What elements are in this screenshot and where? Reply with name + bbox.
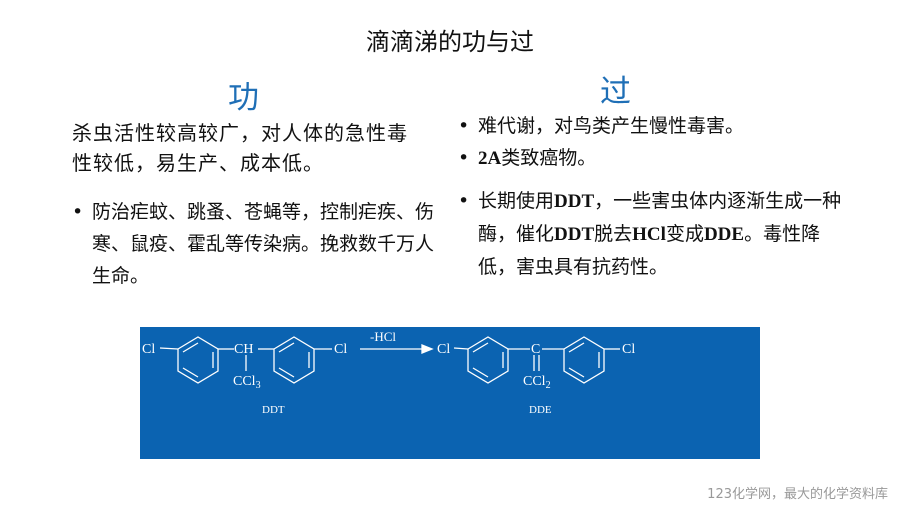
page-title: 滴滴涕的功与过 <box>366 28 534 56</box>
ddt-label: DDT <box>262 404 285 416</box>
benzene-ring-icon <box>563 336 605 384</box>
text-part: ，一些害虫体内逐渐生成一种酶，催化 <box>478 190 842 245</box>
reaction-diagram: Cl CH Cl CCl3 -HCl Cl C Cl CCl2 DDT DDE <box>140 327 760 459</box>
bullet-icon: • <box>72 201 84 223</box>
bullet-icon: • <box>458 115 470 137</box>
bullet-icon: • <box>458 190 470 212</box>
merit-bullet-text: 防治疟蚊、跳蚤、苍蝇等，控制疟疾、伤寒、鼠疫、霍乱等传染病。挽救数千万人生命。 <box>92 201 435 287</box>
arrow-label: -HCl <box>370 329 396 344</box>
merit-intro: 杀虫活性较高较广，对人体的急性毒性较低，易生产、成本低。 <box>72 121 408 175</box>
merit-heading: 功 <box>228 80 259 116</box>
benzene-ring-icon <box>273 336 315 384</box>
benzene-ring-icon <box>177 336 219 384</box>
ccl2-group: CCl2 <box>523 374 551 391</box>
fault-list: • 难代谢，对鸟类产生慢性毒害。 • 2A类致癌物。 • 长期使用DDT，一些害… <box>458 110 858 283</box>
fault-bullet: • 长期使用DDT，一些害虫体内逐渐生成一种酶，催化DDT脱去HCl变成DDE。… <box>458 185 858 283</box>
fault-heading: 过 <box>600 74 631 110</box>
hcl-term: HCl <box>632 224 666 245</box>
ccl3-group: CCl3 <box>233 374 261 391</box>
dde-label: DDE <box>529 404 552 416</box>
text-part: 变成 <box>665 223 704 245</box>
c-atom: C <box>531 342 540 357</box>
fault-bullet-text: 难代谢，对鸟类产生慢性毒害。 <box>478 115 745 137</box>
ddt-term: DDT <box>554 191 595 212</box>
fault-bullet-text: 类致癌物。 <box>501 147 597 169</box>
bullet-icon: • <box>458 147 470 169</box>
text-part: 。毒性降低，害虫具有抗药性。 <box>478 223 821 278</box>
merit-bullet: • 防治疟蚊、跳蚤、苍蝇等，控制疟疾、伤寒、鼠疫、霍乱等传染病。挽救数千万人生命… <box>72 196 434 292</box>
cl-atom: Cl <box>437 342 450 357</box>
ddt-term: DDT <box>554 224 595 245</box>
reaction-svg: Cl CH Cl CCl3 -HCl Cl C Cl CCl2 DDT DDE <box>142 329 635 416</box>
watermark-text: 123化学网，最大的化学资料库 <box>707 487 888 502</box>
cl-atom: Cl <box>334 342 347 357</box>
cl-atom: Cl <box>142 342 155 357</box>
benzene-ring-icon <box>467 336 509 384</box>
text-part: 脱去 <box>594 223 633 245</box>
ch-group: CH <box>234 342 253 357</box>
text-part: 长期使用 <box>478 190 555 212</box>
merit-list: • 防治疟蚊、跳蚤、苍蝇等，控制疟疾、伤寒、鼠疫、霍乱等传染病。挽救数千万人生命… <box>72 196 434 292</box>
carcinogen-class: 2A <box>478 148 502 169</box>
dde-term: DDE <box>703 224 745 245</box>
cl-atom: Cl <box>622 342 635 357</box>
fault-bullet: • 2A类致癌物。 <box>458 142 858 175</box>
fault-bullet: • 难代谢，对鸟类产生慢性毒害。 <box>458 110 858 142</box>
